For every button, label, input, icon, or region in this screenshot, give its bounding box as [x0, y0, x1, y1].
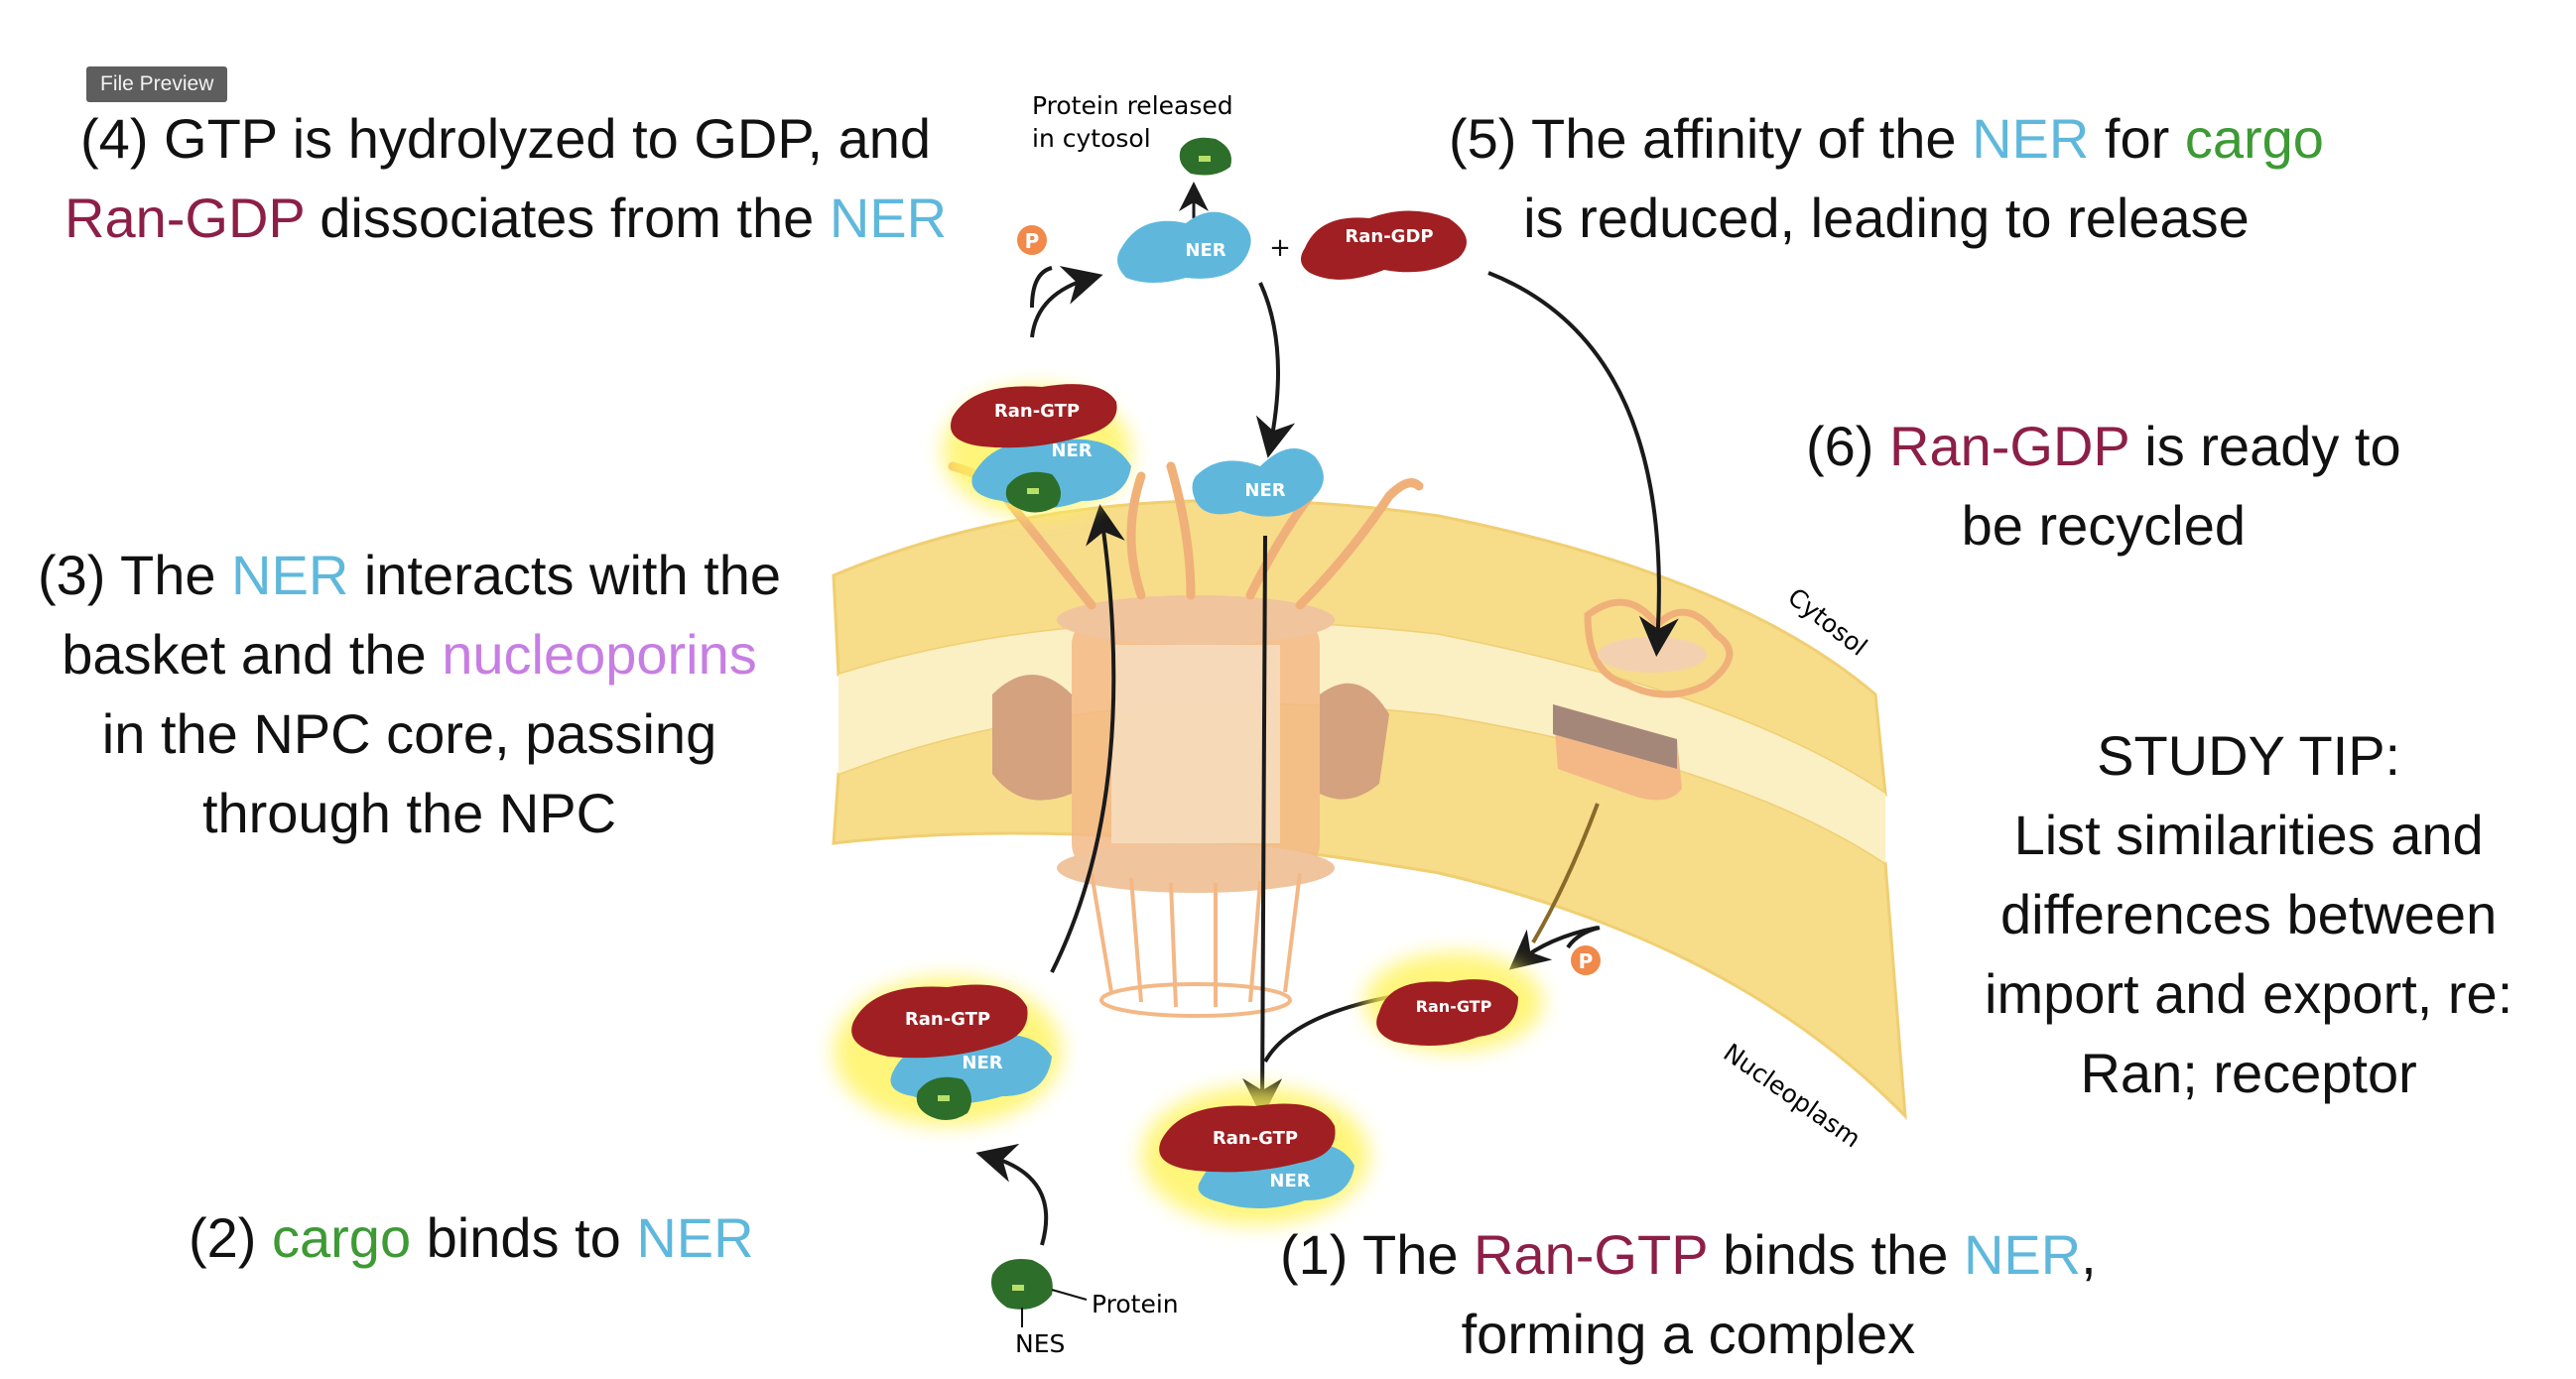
cytoplasmic-filament [1166, 461, 1196, 600]
complex-bottom-left: Ran-GTP NER [834, 977, 1062, 1126]
step-2-cargo: cargo [272, 1206, 412, 1269]
step-5-mid: for [2089, 107, 2185, 170]
study-tip-line-3: import and export, re: [1985, 962, 2513, 1025]
nuclear-basket [1090, 872, 1302, 1018]
step-3-line-4: through the NPC [201, 782, 617, 844]
step-1-ran-gtp: Ran-GTP [1474, 1223, 1708, 1286]
protein-released-label-2: in cytosol [1032, 124, 1151, 153]
complex-bottom-center: Ran-GTP NER [1141, 1086, 1369, 1225]
step-5-line-1: (5) The affinity of the NER for cargo [1449, 99, 2324, 179]
phosphate-top-label: P [1025, 229, 1040, 253]
step-4-line-1: (4) GTP is hydrolyzed to GDP, and [80, 107, 932, 170]
study-tip-line-2: differences between [2000, 883, 2498, 945]
arrow-down-to-channel [1255, 282, 1296, 458]
ner-entering-label: NER [1244, 480, 1285, 501]
step-6-prefix: (6) [1806, 415, 1889, 477]
step-6-line-2: be recycled [1961, 494, 2246, 557]
npc-ring-top [1057, 595, 1335, 645]
study-tip-line-1: List similarities and [2013, 804, 2484, 866]
npc-channel [1111, 645, 1280, 843]
step-4-mid: dissociates from the [304, 187, 830, 249]
ran-gtp-nucleoplasm-label: Ran-GTP [1416, 997, 1492, 1016]
step-3-mid: interacts with the [348, 544, 782, 606]
ran-gdp-released-label: Ran-GDP [1345, 226, 1433, 247]
arrow-release [1030, 266, 1103, 338]
step-2-line-1: (2) cargo binds to NER [189, 1198, 754, 1278]
ner-entering: NER [1192, 448, 1324, 517]
step-4-ran-gdp: Ran-GDP [64, 187, 305, 249]
npc-anchor-left [992, 675, 1072, 801]
complex-top: Ran-GTP NER [943, 384, 1131, 516]
step-3-caption: (3) The NER interacts with the basket an… [38, 536, 781, 853]
step-3-line-2: basket and the nucleoporins [38, 615, 781, 694]
step-1-ner: NER [1963, 1223, 2082, 1286]
step-5-ner: NER [1972, 107, 2090, 170]
step-3-prefix: (3) The [38, 544, 232, 606]
cycle-arrows [975, 182, 1679, 1246]
ner-released: NER [1117, 211, 1251, 283]
file-preview-badge: File Preview [86, 66, 228, 102]
step-4-line-2: Ran-GDP dissociates from the NER [64, 179, 947, 258]
study-tip-line-4: Ran; receptor [2080, 1042, 2417, 1104]
phosphate-bottom-label: P [1579, 949, 1594, 973]
step-1-mid: binds the [1707, 1223, 1964, 1286]
ran-gdp-released: Ran-GDP [1301, 210, 1467, 280]
step-4-caption: (4) GTP is hydrolyzed to GDP, and Ran-GD… [64, 99, 947, 258]
plus-sign: + [1269, 233, 1291, 263]
step-2-ner: NER [636, 1206, 754, 1269]
ner-released-label: NER [1185, 240, 1225, 261]
study-tip: STUDY TIP: List similarities and differe… [1985, 716, 2512, 1113]
arrow-p-tail [1566, 926, 1601, 949]
step-3-ner: NER [231, 544, 349, 606]
step-3-line-1: (3) The NER interacts with the [38, 536, 781, 615]
phosphate-bottom: P [1571, 945, 1601, 975]
nes-label: NES [1015, 1329, 1065, 1358]
arrow-through-npc-up [1050, 504, 1125, 973]
npc-anchor-right [1320, 683, 1389, 800]
complex-bottom-center-ner-label: NER [1269, 1171, 1310, 1191]
ran-gtp-nucleoplasm: Ran-GTP [1364, 952, 1543, 1052]
free-protein [991, 1259, 1088, 1327]
step-2-mid: binds to [411, 1206, 637, 1269]
step-6-line-1: (6) Ran-GDP is ready to [1806, 407, 2401, 486]
step-1-caption: (1) The Ran-GTP binds the NER, forming a… [1280, 1215, 2097, 1374]
step-1-end: , [2081, 1223, 2097, 1286]
complex-bottom-left-ner-label: NER [962, 1053, 1002, 1073]
npc-side-cap [1553, 704, 1677, 769]
complex-bottom-center-ran-label: Ran-GTP [1213, 1128, 1298, 1149]
complex-bottom-left-ran-label: Ran-GTP [905, 1009, 990, 1030]
step-1-line-1: (1) The Ran-GTP binds the NER, [1280, 1215, 2097, 1295]
arrow-protein-to-cargo [975, 1143, 1049, 1246]
step-3-nucleoporins: nucleoporins [442, 623, 757, 686]
step-2-caption: (2) cargo binds to NER [189, 1198, 754, 1278]
cytoplasmic-filament [1126, 471, 1146, 600]
step-5-caption: (5) The affinity of the NER for cargo is… [1449, 99, 2324, 258]
step-4-ner: NER [829, 187, 948, 249]
protein-label: Protein [1092, 1290, 1179, 1318]
arrow-ran-gdp-into-nucleus [1531, 803, 1600, 944]
step-6-caption: (6) Ran-GDP is ready to be recycled [1806, 407, 2401, 565]
arrow-5-to-6 [1487, 271, 1679, 657]
study-tip-title: STUDY TIP: [2097, 724, 2401, 787]
step-6-mid: is ready to [2128, 415, 2401, 477]
step-3-line-3: in the NPC core, passing [101, 702, 717, 765]
step-1-prefix: (1) The [1280, 1223, 1475, 1286]
protein-released [1179, 137, 1231, 176]
npc-side-ring [1598, 637, 1707, 673]
step-6-ran-gdp: Ran-GDP [1889, 415, 2129, 477]
step-5-prefix: (5) The affinity of the [1449, 107, 1973, 170]
phosphate-top: P [1017, 225, 1047, 255]
step-5-line-2: is reduced, leading to release [1523, 187, 2250, 249]
complex-top-ner-label: NER [1051, 440, 1092, 461]
protein-released-label-1: Protein released [1032, 91, 1233, 120]
step-5-cargo: cargo [2184, 107, 2324, 170]
step-2-prefix: (2) [189, 1206, 272, 1269]
step-1-line-2: forming a complex [1461, 1303, 1916, 1365]
npc-ring-bottom [1057, 843, 1335, 893]
arrow-release-p [1030, 266, 1053, 309]
arrow-through-npc-down [1242, 535, 1283, 1118]
complex-top-ran-label: Ran-GTP [994, 401, 1080, 422]
step-3-line-2a: basket and the [62, 623, 443, 686]
cytoplasmic-filament [1295, 478, 1424, 610]
